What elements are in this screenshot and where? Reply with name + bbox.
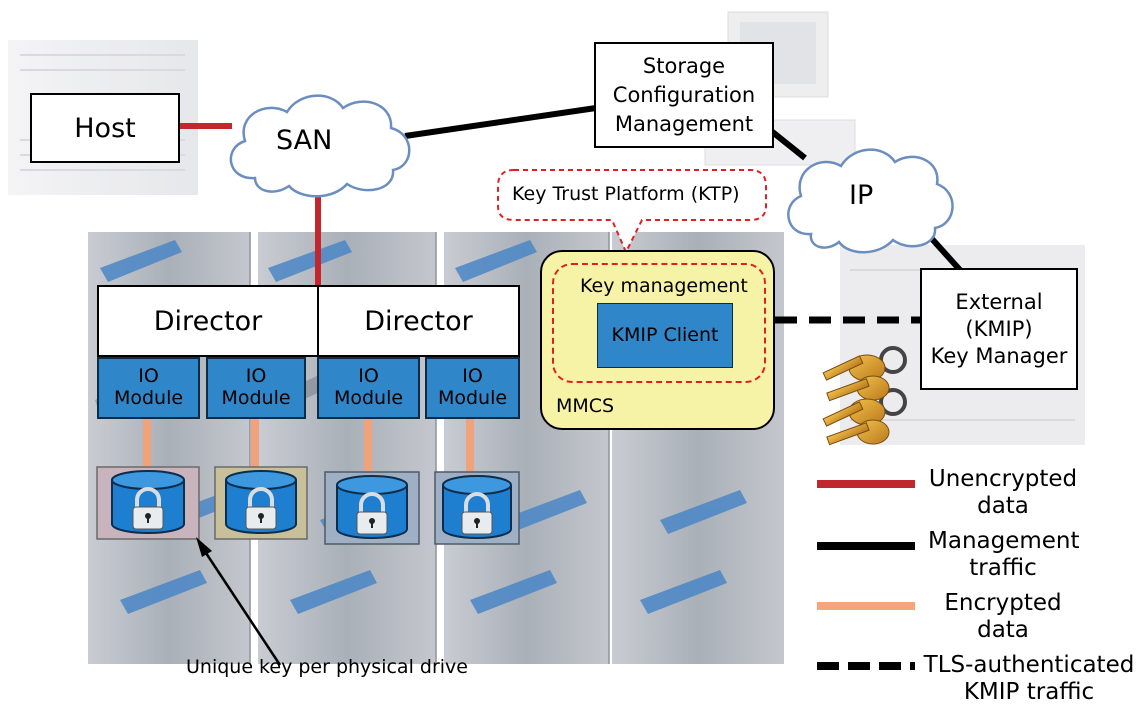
ekm-line-3: Key Manager	[930, 343, 1068, 368]
host-label: Host	[74, 112, 136, 144]
io-module-2: IO Module	[206, 357, 306, 419]
director-label-1: Director	[153, 305, 263, 337]
legend-tls-line-1: TLS-authenticated	[923, 652, 1135, 678]
kmip-client-label: KMIP Client	[611, 323, 719, 346]
key-management-label: Key management	[580, 275, 748, 297]
storage-config-line-3: Management	[614, 111, 754, 136]
key-management-region	[552, 263, 766, 383]
ekm-line-1: External	[955, 289, 1043, 314]
io-module-4: IO Module	[425, 357, 520, 419]
drive-4	[434, 471, 520, 545]
storage-config-box: Storage Configuration Management	[594, 42, 774, 148]
legend-management-line-2: traffic	[969, 555, 1037, 581]
storage-config-line-1: Storage	[642, 53, 726, 78]
kmip-client-box: KMIP Client	[597, 303, 733, 368]
io-module-4-line-2: Module	[437, 387, 508, 409]
legend-encrypted-line-1: Encrypted	[944, 590, 1062, 616]
io-module-1-line-1: IO	[138, 365, 159, 388]
io-module-4-line-1: IO	[462, 365, 483, 388]
host-box: Host	[30, 93, 180, 163]
connector-lines	[143, 105, 963, 472]
director-label-2: Director	[364, 305, 473, 337]
legend-item-unencrypted: Unencrypted data	[928, 466, 1078, 520]
drive-1	[96, 466, 200, 540]
external-key-manager-box: External (KMIP) Key Manager	[920, 268, 1078, 390]
io-module-3-line-2: Module	[333, 387, 404, 409]
legend-unencrypted-line-2: data	[977, 493, 1029, 519]
san-label: SAN	[276, 125, 333, 156]
legend-item-management: Management traffic	[928, 528, 1080, 582]
ekm-line-2: (KMIP)	[965, 316, 1033, 341]
mmcs-label: MMCS	[556, 395, 615, 417]
legend-management-line-1: Management	[928, 528, 1080, 554]
keys-icon	[822, 346, 907, 446]
director-box-2: Director	[317, 285, 520, 357]
legend-encrypted-line-2: data	[977, 617, 1029, 643]
io-module-2-line-1: IO	[245, 365, 267, 388]
io-module-2-line-2: Module	[221, 387, 291, 409]
annotation-arrow	[196, 537, 282, 666]
ktp-label: Key Trust Platform (KTP)	[512, 183, 740, 205]
io-module-1-line-2: Module	[113, 387, 184, 409]
drive-2	[214, 466, 308, 540]
legend-item-encrypted: Encrypted data	[928, 590, 1078, 644]
legend-unencrypted-line-1: Unencrypted	[928, 466, 1078, 492]
drive-3	[324, 471, 420, 545]
io-module-3: IO Module	[317, 357, 420, 419]
ip-cloud	[787, 148, 954, 254]
san-cloud	[229, 94, 411, 198]
annotation-label: Unique key per physical drive	[186, 656, 468, 678]
ktp-callout	[497, 169, 767, 255]
storage-config-line-2: Configuration	[612, 82, 756, 107]
legend-item-tls: TLS-authenticated KMIP traffic	[922, 652, 1136, 706]
director-box-1: Director	[97, 285, 319, 357]
legend-tls-line-2: KMIP traffic	[963, 679, 1095, 705]
legend-swatches	[817, 480, 915, 670]
io-module-1: IO Module	[97, 357, 200, 419]
ip-label: IP	[849, 180, 874, 211]
io-module-3-line-1: IO	[358, 365, 379, 388]
